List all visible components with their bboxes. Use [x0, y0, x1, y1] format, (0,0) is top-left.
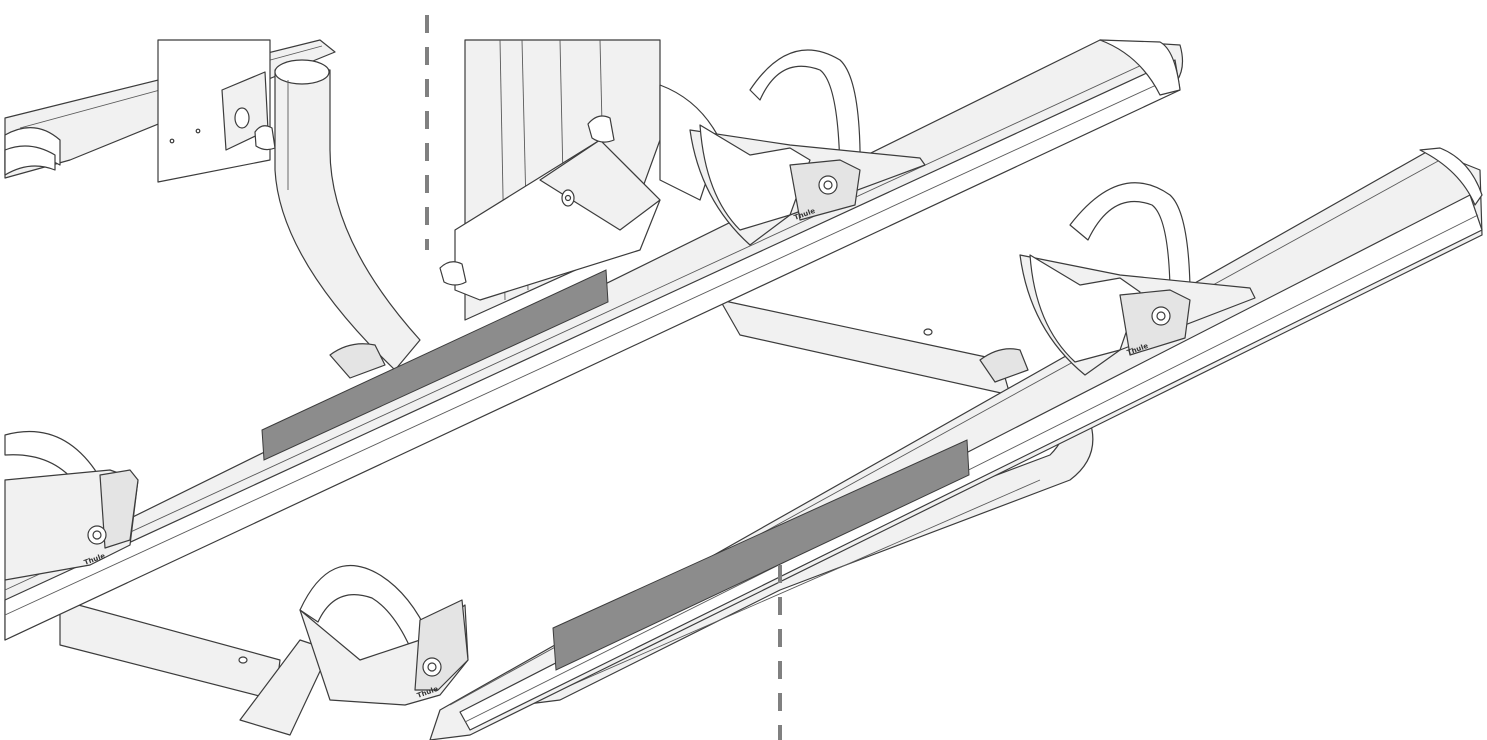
reflector-strip-upper — [261, 269, 609, 461]
wheel-holder-bottom: Thule — [299, 565, 469, 706]
wheel-rail-upper — [4, 39, 1184, 641]
mounting-plate — [157, 39, 276, 183]
hinge-bracket — [439, 115, 661, 301]
reflector-strip-lower — [552, 439, 970, 671]
wheel-holder-left: Thule — [4, 431, 139, 581]
cross-tube-back — [719, 299, 1011, 396]
wheel-holder-right: Thule — [1019, 182, 1256, 376]
cross-tube-front — [59, 599, 331, 736]
wheel-holder-top-center: Thule — [689, 49, 926, 246]
vertical-post — [274, 59, 421, 371]
